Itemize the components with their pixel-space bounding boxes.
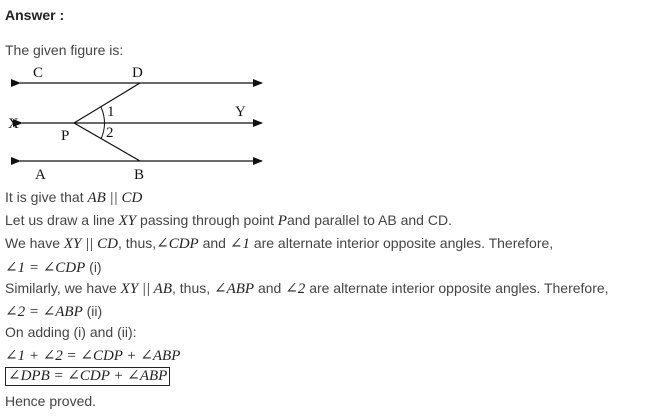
equation-ii: ∠2 = ∠ABP (ii) bbox=[5, 302, 102, 321]
equation-i-math: ∠1 = ∠CDP bbox=[5, 260, 86, 276]
geometry-figure: C D X Y P A B 1 2 bbox=[8, 65, 263, 183]
label-d: D bbox=[132, 65, 143, 81]
construction-text-before: Let us draw a line bbox=[5, 212, 115, 228]
reason2-rest: are alternate interior opposite angles. … bbox=[309, 280, 609, 296]
equation-ii-tag: (ii) bbox=[86, 303, 103, 319]
equation-i: ∠1 = ∠CDP (i) bbox=[5, 258, 102, 277]
construction-math-p: P bbox=[277, 213, 287, 229]
reason1-rest: are alternate interior opposite angles. … bbox=[253, 235, 554, 251]
reason1-we-have: We have bbox=[5, 235, 60, 251]
sum-equation: ∠1 + ∠2 = ∠CDP + ∠ABP bbox=[5, 346, 180, 365]
reason1-math-angle-cdp: ∠CDP bbox=[156, 236, 199, 252]
result-equation-math: ∠DPB = ∠CDP + ∠ABP bbox=[5, 367, 171, 386]
reason1-thus: , thus, bbox=[117, 235, 157, 251]
label-p: P bbox=[61, 128, 69, 144]
label-b: B bbox=[134, 167, 144, 183]
reason-line-1: We have XY || CD, thus,∠CDP and ∠1 are a… bbox=[5, 234, 553, 253]
given-text: It is give that bbox=[5, 189, 84, 205]
given-math: AB || CD bbox=[87, 190, 143, 206]
construction-text-after: and parallel to AB and CD. bbox=[286, 212, 452, 228]
reason1-math-angle-1: ∠1 bbox=[229, 236, 250, 252]
reason-line-2: Similarly, we have XY || AB, thus, ∠ABP … bbox=[5, 279, 609, 298]
reason2-math-angle-2: ∠2 bbox=[285, 281, 306, 297]
construction-math-xy: XY bbox=[118, 213, 137, 229]
label-x: X bbox=[8, 116, 19, 132]
adding-line: On adding (i) and (ii): bbox=[5, 324, 137, 340]
construction-text-middle: passing through point bbox=[140, 212, 274, 228]
reason2-math-parallel: XY || AB bbox=[120, 281, 172, 297]
reason1-math-parallel: XY || CD bbox=[63, 236, 118, 252]
angle-1-label: 1 bbox=[107, 104, 115, 120]
angle-2-label: 2 bbox=[106, 125, 114, 141]
label-a: A bbox=[35, 167, 46, 183]
sum-equation-math: ∠1 + ∠2 = ∠CDP + ∠ABP bbox=[5, 348, 181, 364]
reason1-and: and bbox=[202, 235, 226, 251]
equation-i-tag: (i) bbox=[89, 259, 102, 275]
reason2-and: and bbox=[257, 280, 282, 296]
label-y: Y bbox=[235, 104, 246, 120]
reason2-similarly: Similarly, we have bbox=[5, 280, 117, 296]
reason2-thus: , thus, bbox=[171, 280, 211, 296]
answer-heading: Answer : bbox=[5, 7, 65, 23]
result-equation: ∠DPB = ∠CDP + ∠ABP bbox=[5, 367, 171, 386]
conclusion-text: Hence proved. bbox=[5, 393, 97, 409]
segment-pd bbox=[73, 82, 141, 124]
segment-pb bbox=[73, 122, 141, 162]
intro-text: The given figure is: bbox=[5, 42, 124, 58]
given-line: It is give that AB || CD bbox=[5, 189, 142, 207]
equation-ii-math: ∠2 = ∠ABP bbox=[5, 304, 83, 320]
label-c: C bbox=[33, 65, 43, 81]
angle-arc bbox=[100, 106, 105, 140]
construction-line: Let us draw a line XY passing through po… bbox=[5, 212, 452, 230]
reason2-math-angle-abp: ∠ABP bbox=[214, 281, 255, 297]
